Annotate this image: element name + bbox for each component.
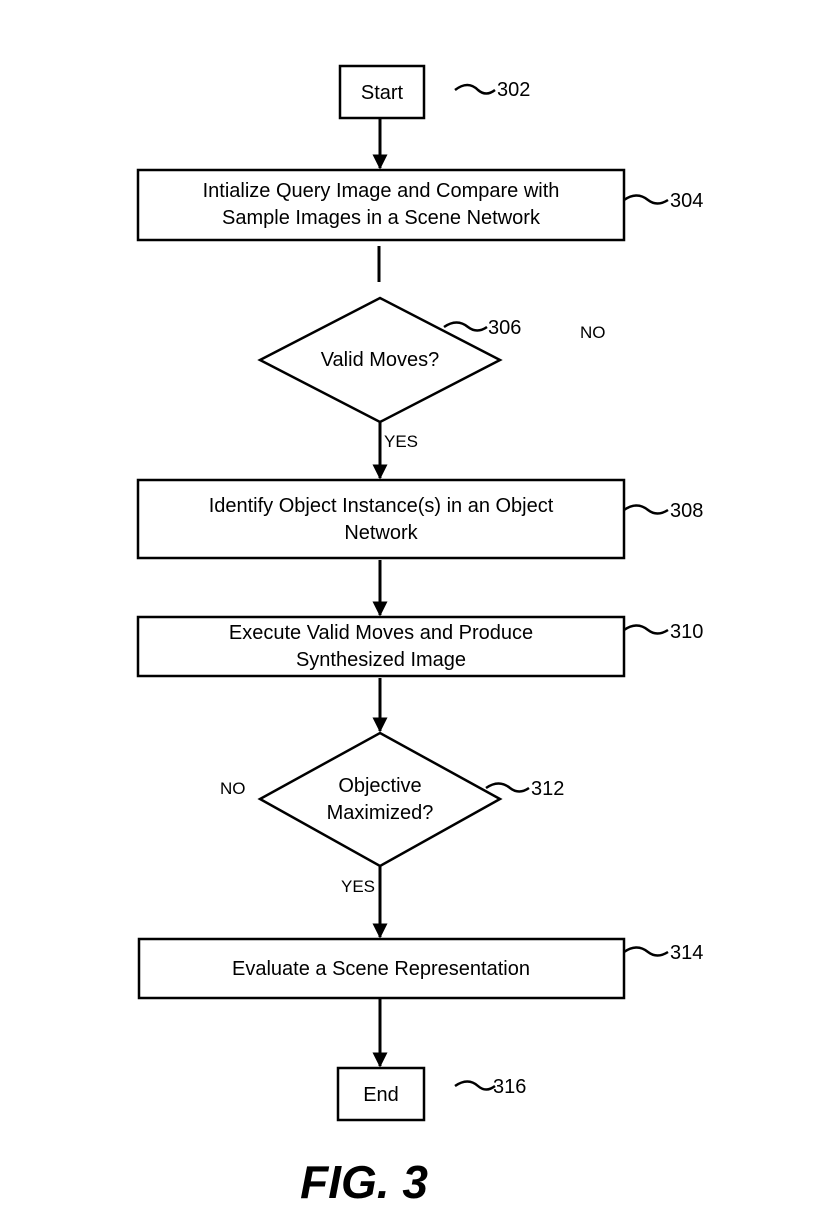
valid-moves-no-label: NO: [580, 323, 606, 342]
ref-308: 308: [670, 500, 703, 522]
init-box: [136, 168, 626, 242]
init-node: Intialize Query Image and Compare with S…: [136, 168, 626, 242]
identify-label-line2: Network: [344, 522, 418, 544]
ref-leader-312: [485, 782, 530, 793]
valid-moves-yes-label: YES: [384, 432, 418, 451]
identify-box: [136, 478, 626, 560]
end-node: End: [336, 1066, 426, 1122]
ref-312: 312: [531, 778, 564, 800]
ref-310: 310: [670, 621, 703, 643]
ref-302: 302: [497, 79, 530, 101]
ref-316: 316: [493, 1076, 526, 1098]
connectors: [372, 118, 388, 1068]
execute-box: [136, 615, 626, 678]
valid-moves-diamond: [257, 296, 503, 424]
end-box: [336, 1066, 426, 1122]
init-label-line2: Sample Images in a Scene Network: [222, 207, 541, 229]
objective-no-label: NO: [220, 779, 246, 798]
execute-node: Execute Valid Moves and Produce Synthesi…: [136, 615, 626, 678]
ref-314: 314: [670, 942, 703, 964]
objective-label-line2: Maximized?: [327, 802, 434, 824]
ref-306: 306: [488, 317, 521, 339]
evaluate-node: Evaluate a Scene Representation: [137, 937, 626, 1000]
end-label: End: [363, 1084, 399, 1106]
ref-leader-314: [623, 946, 669, 957]
evaluate-box: [137, 937, 626, 1000]
start-label: Start: [361, 82, 404, 104]
evaluate-label: Evaluate a Scene Representation: [232, 958, 530, 980]
objective-label-line1: Objective: [338, 775, 421, 797]
ref-304: 304: [670, 190, 703, 212]
ref-leader-306: [443, 321, 488, 332]
ref-leader-316: [454, 1080, 496, 1091]
ref-leader-308: [623, 504, 669, 515]
execute-label-line1: Execute Valid Moves and Produce: [229, 622, 533, 644]
identify-node: Identify Object Instance(s) in an Object…: [136, 478, 626, 560]
ref-leader-310: [623, 624, 669, 635]
objective-yes-label: YES: [341, 877, 375, 896]
ref-leader-302: [454, 83, 496, 95]
ref-leader-304: [623, 194, 669, 205]
execute-label-line2: Synthesized Image: [296, 649, 466, 671]
valid-moves-decision: Valid Moves?: [257, 296, 503, 424]
objective-decision: Objective Maximized?: [257, 731, 503, 868]
start-box: [338, 64, 426, 120]
objective-diamond: [257, 731, 503, 868]
start-node: Start: [338, 64, 426, 120]
identify-label-line1: Identify Object Instance(s) in an Object: [209, 495, 554, 517]
valid-moves-label: Valid Moves?: [321, 349, 440, 371]
init-label-line1: Intialize Query Image and Compare with: [203, 180, 560, 202]
figure-caption: FIG. 3: [300, 1156, 428, 1208]
